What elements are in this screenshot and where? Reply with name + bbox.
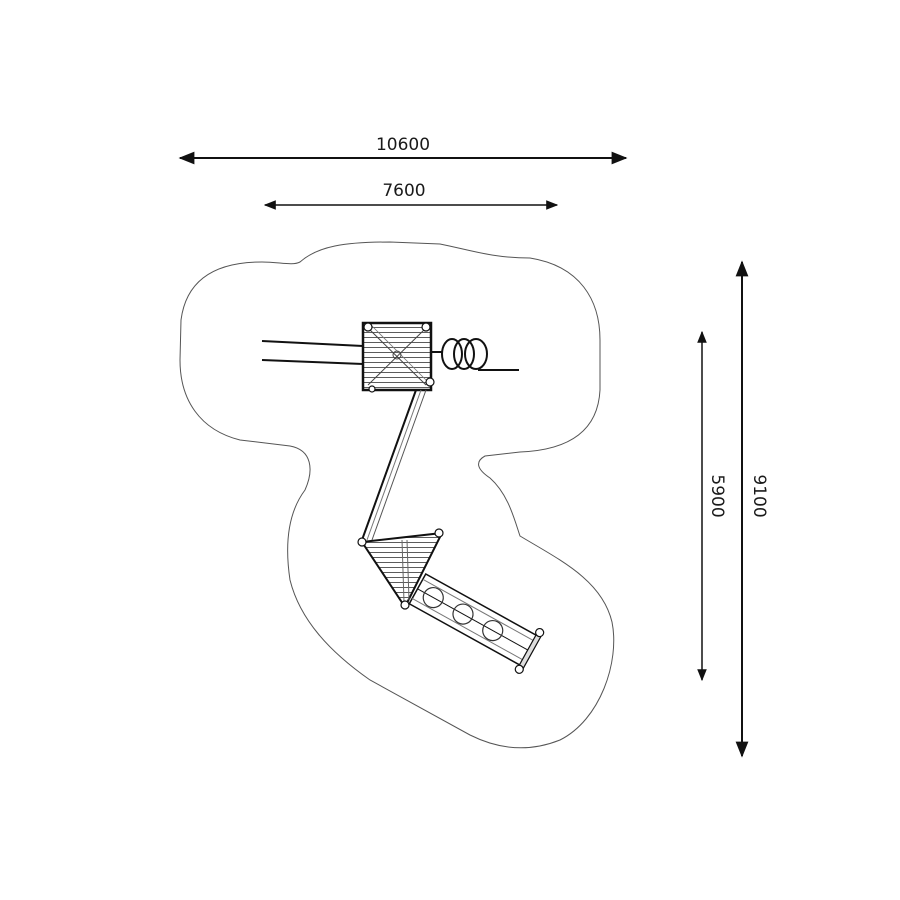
overall-depth-label: 9100 <box>749 474 769 517</box>
dimension-structure-depth: 5900 <box>697 330 727 682</box>
crawl-tunnel <box>408 572 545 674</box>
rope-bars <box>261 340 364 365</box>
spiral-climber <box>431 338 519 371</box>
dimension-overall-width: 10600 <box>178 135 628 165</box>
safety-zone-outline <box>179 241 615 749</box>
dimension-overall-depth: 9100 <box>735 260 769 758</box>
structure-width-label: 7600 <box>382 181 425 201</box>
structure-depth-label: 5900 <box>707 474 727 517</box>
overall-width-label: 10600 <box>376 135 430 155</box>
triangle-platform <box>357 528 444 610</box>
dimension-structure-width: 7600 <box>263 181 559 210</box>
tower-platform <box>361 321 435 393</box>
connecting-beam <box>361 389 427 541</box>
